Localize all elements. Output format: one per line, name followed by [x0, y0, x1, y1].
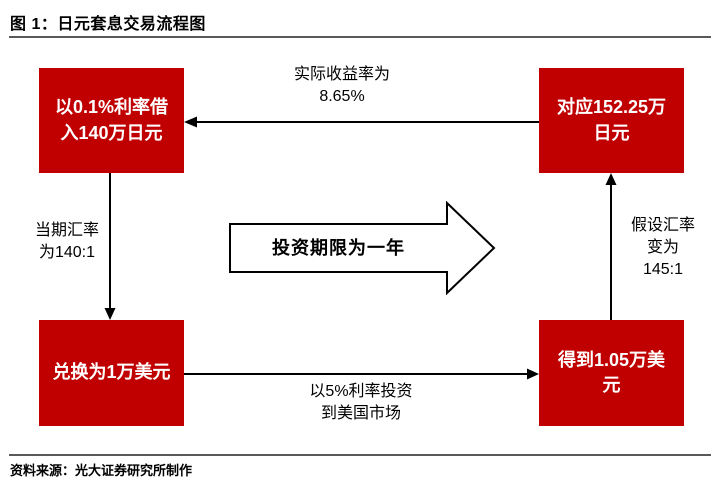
label-invest-us-market-line1: 以5%利率投资 — [309, 383, 413, 400]
box-corresponding-yen-line2: 日元 — [593, 122, 630, 143]
label-actual-yield: 实际收益率为 8.65% — [262, 64, 422, 108]
label-assumed-exchange-rate-line2: 变为 — [646, 239, 679, 256]
box-borrow-yen-line1: 以0.1%利率借 — [54, 97, 169, 118]
box-receive-usd-line1: 得到1.05万美 — [557, 349, 666, 370]
label-current-exchange-rate-line2: 为140:1 — [38, 244, 96, 261]
label-current-exchange-rate-line1: 当期汇率 — [34, 222, 99, 239]
arrow-current-rate-head — [104, 308, 116, 320]
box-receive-usd: 得到1.05万美 元 — [539, 320, 684, 426]
box-receive-usd-line2: 元 — [602, 375, 621, 395]
arrow-assumed-rate-head — [605, 173, 617, 185]
label-invest-us-market-line2: 到美国市场 — [320, 405, 401, 422]
label-assumed-exchange-rate-line3: 145:1 — [642, 261, 684, 278]
arrow-actual-yield — [184, 116, 539, 128]
box-corresponding-yen: 对应152.25万 日元 — [539, 68, 684, 173]
box-borrow-yen: 以0.1%利率借 入140万日元 — [39, 68, 184, 173]
label-investment-period: 投资期限为一年 — [272, 238, 405, 258]
figure-title: 图 1：日元套息交易流程图 — [10, 16, 206, 33]
label-assumed-exchange-rate-line1: 假设汇率 — [630, 217, 695, 234]
arrow-invest-us-head — [527, 368, 539, 380]
box-borrow-yen-line2: 入140万日元 — [60, 122, 163, 143]
label-invest-us-market: 以5%利率投资 到美国市场 — [281, 381, 441, 425]
footer-divider — [9, 454, 711, 456]
box-exchange-usd: 兑换为1万美元 — [39, 320, 184, 426]
label-actual-yield-line2: 8.65% — [319, 88, 365, 105]
source-note: 资料来源：光大证券研究所制作 — [10, 463, 193, 478]
arrow-actual-yield-head — [184, 116, 197, 128]
label-current-exchange-rate: 当期汇率 为140:1 — [17, 220, 117, 264]
box-exchange-usd-line1: 兑换为1万美元 — [52, 362, 171, 383]
arrow-invest-us — [184, 368, 539, 380]
label-assumed-exchange-rate: 假设汇率 变为 145:1 — [617, 215, 709, 281]
title-divider — [9, 36, 711, 38]
box-corresponding-yen-line1: 对应152.25万 — [556, 97, 667, 118]
label-actual-yield-line1: 实际收益率为 — [293, 66, 390, 83]
arrow-assumed-rate — [605, 173, 617, 320]
